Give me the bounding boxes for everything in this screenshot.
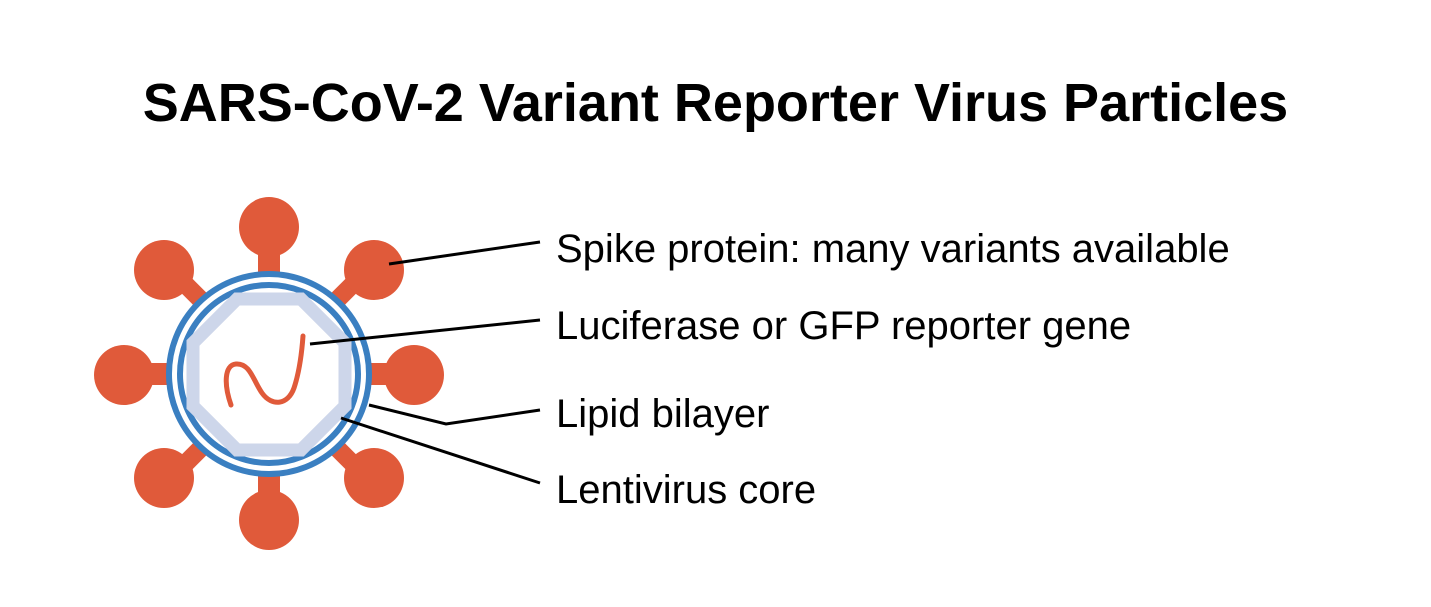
spike-head-bottom-left: [134, 448, 194, 508]
spike-head-top-right: [344, 240, 404, 300]
lentivirus-core: [186, 292, 352, 457]
spike-head-bottom-right: [344, 448, 404, 508]
spike-head-left: [94, 345, 154, 405]
callout-labels: Spike protein: many variants available L…: [556, 227, 1230, 512]
bilayer-inner-ring: [177, 282, 361, 466]
spike-head-top-left: [134, 240, 194, 300]
spike-head-right: [384, 345, 444, 405]
reporter-gene-strand: [223, 333, 306, 408]
spike-head-bottom: [239, 490, 299, 550]
bilayer-outer-ring: [166, 271, 372, 477]
leader-lines: [309, 240, 541, 485]
leader-line-reporter: [309, 318, 541, 346]
diagram-title: SARS-CoV-2 Variant Reporter Virus Partic…: [142, 73, 1289, 133]
leader-line-core: [340, 416, 541, 485]
spike-heads: [94, 197, 444, 550]
spike-head-top: [239, 197, 299, 257]
label-reporter-gene: Luciferase or GFP reporter gene: [556, 304, 1131, 348]
label-lipid-bilayer: Lipid bilayer: [556, 392, 769, 436]
label-lentivirus-core: Lentivirus core: [556, 468, 816, 512]
leader-line-spike: [388, 240, 541, 266]
label-spike-protein: Spike protein: many variants available: [556, 227, 1230, 271]
leader-line-bilayer: [368, 403, 541, 426]
